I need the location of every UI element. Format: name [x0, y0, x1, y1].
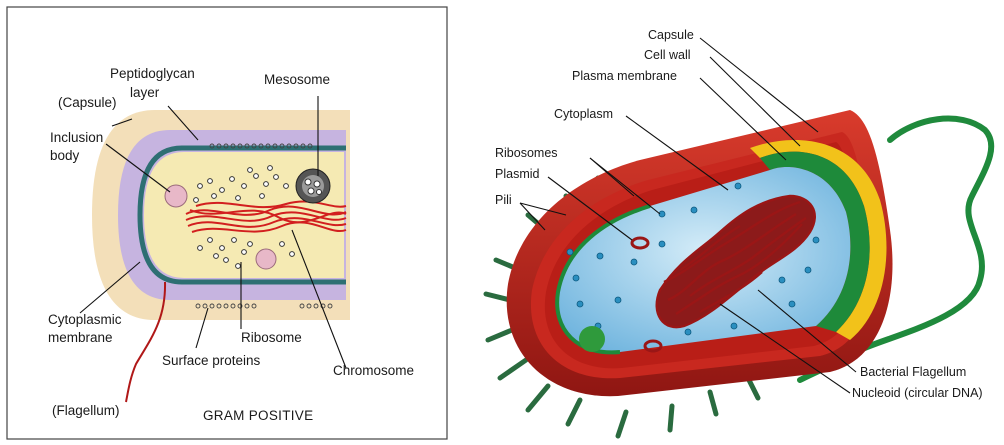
- mesosome: [296, 169, 330, 203]
- prokaryote-cell-panel: Capsule Cell wall Plasma membrane Cytopl…: [486, 28, 991, 436]
- label-capsule-left: (Capsule): [58, 95, 117, 110]
- label-ribosome: Ribosome: [241, 330, 302, 345]
- label-plasmid: Plasmid: [495, 167, 540, 181]
- label-gram-positive-title: GRAM POSITIVE: [203, 408, 313, 423]
- label-plasma-membrane: Plasma membrane: [572, 69, 677, 83]
- label-nucleoid: Nucleoid (circular DNA): [852, 386, 983, 400]
- label-cytoplasmic: Cytoplasmic: [48, 312, 122, 327]
- label-ribosomes: Ribosomes: [495, 146, 558, 160]
- label-chromosome: Chromosome: [333, 363, 414, 378]
- label-cell-wall: Cell wall: [644, 48, 691, 62]
- label-peptidoglycan-layer: layer: [130, 85, 160, 100]
- label-inclusion-body: body: [50, 148, 80, 163]
- label-peptidoglycan: Peptidoglycan: [110, 66, 195, 81]
- inclusion-body-2: [256, 249, 276, 269]
- label-flagellum-left: (Flagellum): [52, 403, 120, 418]
- label-capsule: Capsule: [648, 28, 694, 42]
- label-cytoplasmic-membrane: membrane: [48, 330, 113, 345]
- label-surface-proteins: Surface proteins: [162, 353, 261, 368]
- storage-granule: [579, 326, 605, 352]
- label-mesosome: Mesosome: [264, 72, 330, 87]
- inclusion-body-1: [165, 185, 187, 207]
- label-cytoplasm: Cytoplasm: [554, 107, 613, 121]
- gram-positive-panel: Peptidoglycan layer Mesosome (Capsule) I…: [7, 7, 447, 439]
- label-bacterial-flagellum: Bacterial Flagellum: [860, 365, 966, 379]
- label-inclusion: Inclusion: [50, 130, 103, 145]
- label-pili: Pili: [495, 193, 512, 207]
